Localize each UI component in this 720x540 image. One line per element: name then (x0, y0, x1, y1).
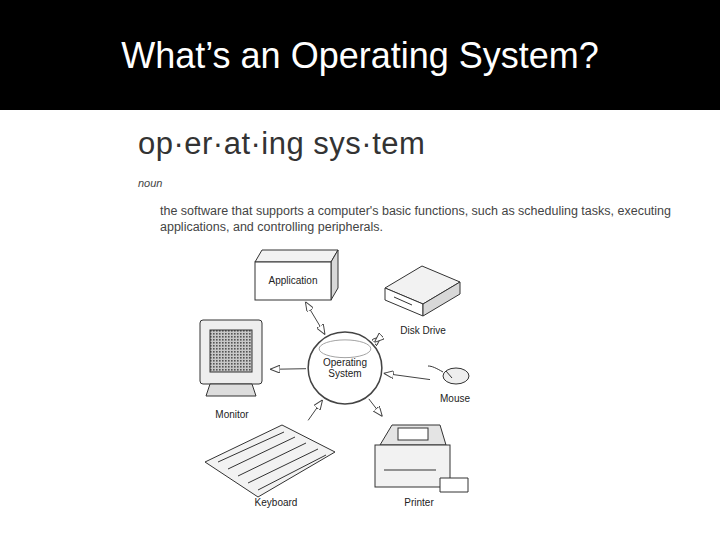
printer-tray (440, 478, 468, 492)
connector-arrow (308, 400, 322, 420)
device-label: Operating System (316, 357, 374, 380)
key-row (258, 455, 326, 490)
application-box: Application (255, 262, 331, 300)
drive-side (423, 282, 460, 316)
drive-front (385, 288, 423, 316)
monitor-icon (200, 320, 262, 396)
mouse-icon (428, 366, 469, 384)
keyboard-device: Keyboard (215, 422, 337, 510)
part-of-speech: noun (138, 176, 238, 190)
monitor-case (200, 320, 262, 384)
monitor-stand (206, 384, 256, 396)
mouse-body (443, 368, 469, 384)
connector-arrow (384, 373, 430, 379)
connector-arrow (270, 368, 306, 370)
circle-shape (308, 332, 382, 404)
printer-icon (375, 425, 468, 492)
application-icon (255, 250, 338, 300)
printer-paper (398, 428, 428, 440)
drive-slot (394, 297, 412, 305)
keyboard-body (205, 425, 335, 497)
device-label: Disk Drive (400, 325, 446, 337)
disk-drive-device: Disk Drive (383, 262, 463, 338)
device-label: Monitor (215, 409, 248, 421)
printer-top (380, 425, 446, 445)
connector-arrow (374, 336, 381, 342)
mouse-cord (428, 366, 443, 372)
printer-body (375, 445, 450, 487)
circle-highlight (319, 340, 371, 358)
connector-arrow (369, 399, 383, 417)
printer-device: Printer (368, 418, 470, 510)
box-side (331, 250, 338, 300)
box-top (255, 250, 338, 262)
keyboard-icon (205, 425, 335, 497)
disk-drive-icon (385, 266, 460, 316)
device-label: Printer (404, 497, 433, 509)
box-front (255, 262, 331, 300)
device-label: Keyboard (255, 497, 298, 509)
key-row (248, 449, 318, 483)
mouse-device: Mouse (432, 360, 478, 406)
dictionary-headword: op·er·at·ing sys·tem (138, 124, 558, 164)
definition-text: the software that supports a computer's … (160, 203, 680, 236)
device-label: Mouse (440, 393, 470, 405)
printer-slot (384, 470, 436, 471)
mouse-button (446, 371, 452, 378)
connector-arrow (305, 302, 325, 335)
device-label: Application (269, 275, 318, 287)
monitor-device: Monitor (196, 318, 268, 422)
slide-title: What’s an Operating System? (0, 34, 720, 77)
monitor-screen (210, 330, 252, 372)
operating-system-circle: Operating System (307, 331, 383, 405)
